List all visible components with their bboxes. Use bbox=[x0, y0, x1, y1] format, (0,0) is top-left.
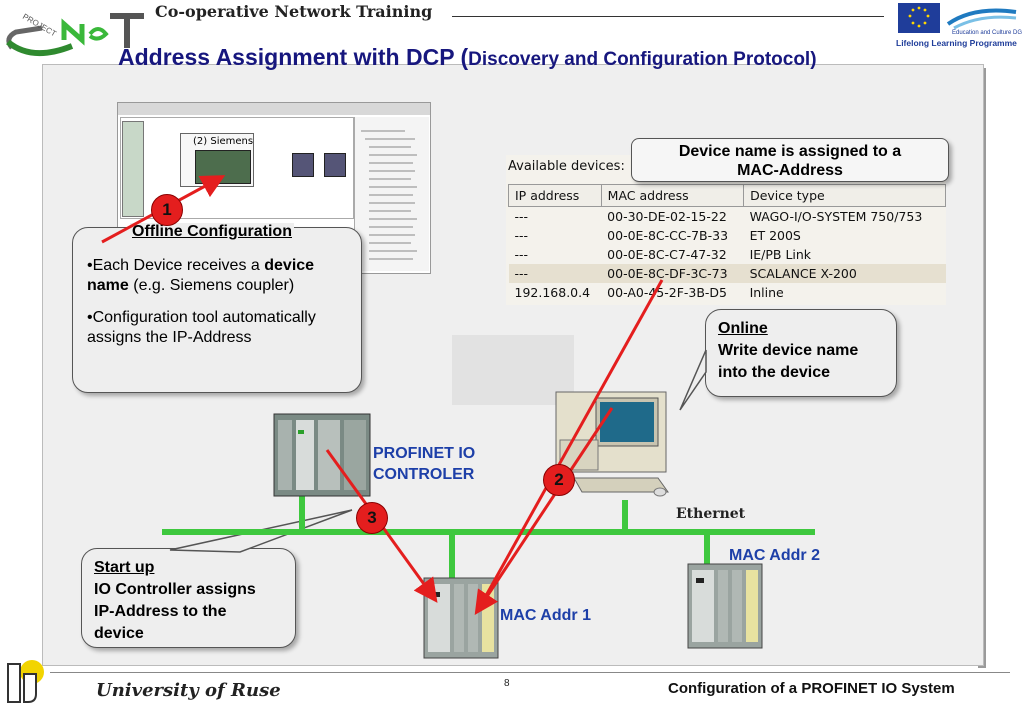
cell-type: ET 200S bbox=[749, 228, 801, 243]
eu-dg-text: Education and Culture DG bbox=[952, 30, 1023, 36]
table-row-selected[interactable]: --- 00-0E-8C-DF-3C-73 SCALANCE X-200 bbox=[508, 264, 946, 283]
offline-line1-bold: device name bbox=[87, 257, 315, 294]
online-line1: Write device name bbox=[718, 342, 859, 359]
slide-title: Address Assignment with DCP (Discovery a… bbox=[118, 44, 817, 71]
ethernet-bus bbox=[162, 495, 815, 585]
cell-mac: 00-A0-45-2F-3B-D5 bbox=[607, 285, 728, 300]
profinet-label-line1: PROFINET IO bbox=[373, 445, 476, 462]
slide-title-main: Address Assignment with DCP ( bbox=[118, 44, 469, 70]
table-header-row: IP address MAC address Device type bbox=[508, 184, 946, 207]
eu-flag-icon bbox=[898, 3, 940, 33]
col-mac-address[interactable]: MAC address bbox=[600, 184, 745, 207]
network-module-icon-2 bbox=[324, 153, 346, 177]
footer-course-title: Configuration of a PROFINET IO System bbox=[668, 680, 955, 697]
mac-addr-2-label: MAC Addr 2 bbox=[729, 547, 820, 564]
device-name-callout: Device name is assigned to a MAC-Address bbox=[631, 138, 949, 182]
cell-type: SCALANCE X-200 bbox=[743, 264, 946, 283]
startup-callout: Start up IO Controller assigns IP-Addres… bbox=[81, 548, 296, 648]
online-line2: into the device bbox=[718, 364, 831, 381]
config-rack-list bbox=[122, 121, 144, 217]
offline-config-callout: •Each Device receives a device name (e.g… bbox=[72, 227, 362, 393]
cell-ip: --- bbox=[514, 228, 529, 243]
offline-line1-post: (e.g. Siemens coupler) bbox=[133, 277, 295, 294]
cell-type: IE/PB Link bbox=[749, 247, 812, 262]
offline-line2: •Configuration tool automatically assign… bbox=[87, 309, 316, 346]
startup-line1: IO Controller assigns bbox=[94, 581, 256, 598]
io-device-1-icon bbox=[423, 577, 499, 659]
lifelong-text: Lifelong Learning Programme bbox=[896, 38, 1017, 48]
startup-line3: device bbox=[94, 625, 144, 642]
offline-line1-pre: •Each Device receives a bbox=[87, 257, 260, 274]
io-device-2-icon bbox=[687, 563, 763, 649]
header-title: Co-operative Network Training bbox=[155, 2, 433, 21]
network-module-icon-1 bbox=[292, 153, 314, 177]
plc-controller-icon bbox=[273, 413, 371, 497]
lifelong-learning-logo: Education and Culture DG bbox=[944, 2, 1023, 50]
device-name-callout-line2: MAC-Address bbox=[737, 162, 843, 179]
offline-config-title: Offline Configuration bbox=[130, 223, 294, 241]
cell-type: WAGO-I/O-SYSTEM 750/753 bbox=[749, 209, 923, 224]
startup-line2: IP-Address to the bbox=[94, 603, 227, 620]
cell-mac: 00-30-DE-02-15-22 bbox=[607, 209, 727, 224]
shadow-block bbox=[452, 335, 574, 405]
online-callout-tail bbox=[679, 349, 707, 411]
profinet-label: PROFINET IO CONTROLER bbox=[373, 443, 475, 485]
cell-mac: 00-0E-8C-DF-3C-73 bbox=[601, 264, 744, 283]
project-logo: PROJECT bbox=[2, 2, 148, 60]
config-station-label: (2) Siemens bbox=[193, 136, 254, 147]
university-logo bbox=[2, 656, 48, 706]
table-row[interactable]: --- 00-0E-8C-CC-7B-33 ET 200S bbox=[509, 226, 946, 245]
col-device-type[interactable]: Device type bbox=[743, 184, 946, 207]
arrow-online-table bbox=[476, 279, 664, 611]
footer-university: University of Ruse bbox=[96, 680, 281, 701]
config-toolbar bbox=[118, 103, 430, 115]
online-callout: Online Write device name into the device bbox=[705, 309, 897, 397]
available-devices-label: Available devices: bbox=[508, 159, 625, 174]
cell-type: Inline bbox=[749, 285, 784, 300]
cell-ip: 192.168.0.4 bbox=[514, 285, 591, 300]
footer-rule bbox=[50, 672, 1010, 673]
available-devices-panel: Available devices: IP address MAC addres… bbox=[506, 155, 946, 305]
device-name-callout-line1: Device name is assigned to a bbox=[678, 143, 902, 160]
cell-ip: --- bbox=[514, 247, 529, 262]
step-badge-3: 3 bbox=[356, 502, 388, 534]
cell-ip: --- bbox=[508, 264, 602, 283]
cell-mac: 00-0E-8C-CC-7B-33 bbox=[607, 228, 729, 243]
table-row[interactable]: --- 00-0E-8C-C7-47-32 IE/PB Link bbox=[509, 245, 946, 264]
offline-line1: •Each Device receives a device name (e.g… bbox=[87, 256, 347, 296]
mac-addr-1-label: MAC Addr 1 bbox=[500, 607, 591, 624]
arrow-online bbox=[474, 407, 614, 615]
config-tree-panel bbox=[354, 117, 429, 271]
cell-mac: 00-0E-8C-C7-47-32 bbox=[607, 247, 727, 262]
cell-ip: --- bbox=[514, 209, 529, 224]
profinet-label-line2: CONTROLER bbox=[373, 466, 475, 483]
online-title: Online bbox=[718, 320, 768, 337]
ethernet-label: Ethernet bbox=[676, 506, 746, 522]
step-badge-1: 1 bbox=[151, 194, 183, 226]
slide-title-sub: Discovery and Configuration Protocol) bbox=[468, 49, 817, 70]
pc-workstation-icon bbox=[555, 391, 669, 497]
step-badge-2: 2 bbox=[543, 464, 575, 496]
startup-title: Start up bbox=[94, 559, 155, 576]
table-row[interactable]: --- 00-30-DE-02-15-22 WAGO-I/O-SYSTEM 75… bbox=[509, 207, 946, 227]
footer-page-number: 8 bbox=[504, 678, 510, 689]
table-row[interactable]: 192.168.0.4 00-A0-45-2F-3B-D5 Inline bbox=[509, 283, 946, 302]
header-rule bbox=[452, 16, 884, 17]
available-devices-table: IP address MAC address Device type --- 0… bbox=[508, 184, 946, 302]
